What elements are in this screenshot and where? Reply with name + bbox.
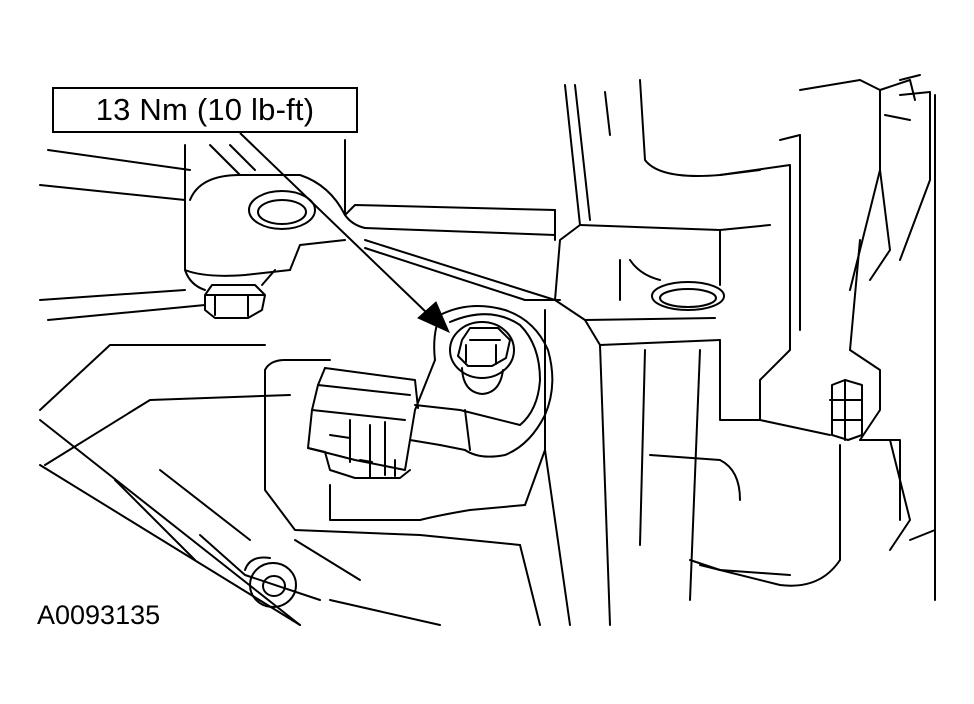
upper-right-boss <box>555 85 724 345</box>
upper-left-boss <box>185 140 365 290</box>
torque-specification-label: 13 Nm (10 lb-ft) <box>95 92 315 127</box>
engine-block-outline-right <box>575 75 935 625</box>
torque-callout-box: 13 Nm (10 lb-ft) <box>52 87 358 133</box>
figure-reference-number: A0093135 <box>37 600 161 630</box>
leader-arrowhead <box>418 302 449 332</box>
engine-block-outline-left <box>40 150 440 625</box>
engine-block-center <box>265 205 570 625</box>
hex-bolt-left <box>205 270 275 318</box>
knock-sensor <box>308 306 552 478</box>
torque-callout-leader <box>240 133 449 332</box>
hex-bolt-right <box>830 380 862 440</box>
lower-left-boss <box>245 558 296 608</box>
sensor-bolt <box>450 322 514 394</box>
